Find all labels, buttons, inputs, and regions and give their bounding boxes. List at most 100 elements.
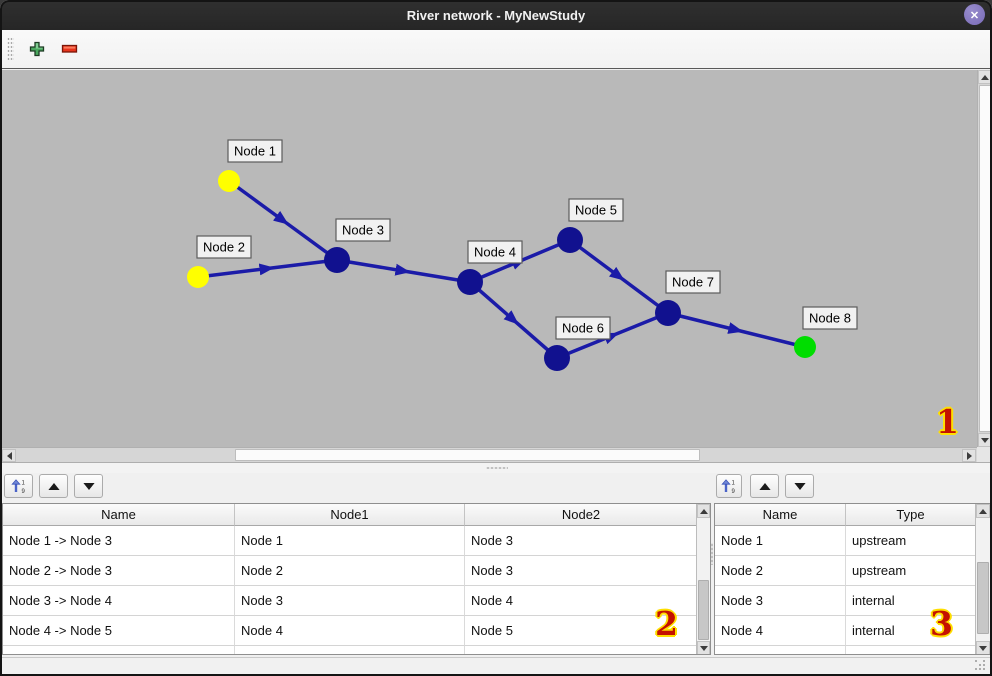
node-label: Node 5	[575, 203, 617, 218]
table-cell[interactable]: upstream	[846, 556, 976, 586]
scroll-down-icon	[979, 645, 987, 651]
table-cell[interactable]: Node 1	[235, 526, 465, 556]
nodes-table-scrollbar[interactable]	[975, 504, 990, 654]
branches-scroll-thumb[interactable]	[698, 580, 709, 640]
scroll-up-button[interactable]	[978, 70, 992, 84]
scroll-right-button[interactable]	[962, 449, 976, 462]
scroll-down-icon	[699, 645, 708, 651]
node-label-box	[568, 198, 624, 222]
remove-button[interactable]	[56, 36, 82, 62]
node-node-4[interactable]	[457, 269, 483, 295]
node-label-box	[467, 240, 523, 264]
edge-node-3-node-4[interactable]	[336, 258, 471, 284]
window-title: River network - MyNewStudy	[406, 7, 586, 23]
edge-node-4-node-6[interactable]	[468, 280, 559, 360]
table-splitter-grip-icon[interactable]	[711, 543, 713, 565]
scroll-up-button[interactable]	[697, 504, 710, 518]
node-node-8[interactable]	[794, 336, 816, 358]
nodes-move-down-button[interactable]	[785, 474, 814, 498]
scroll-down-button[interactable]	[976, 641, 990, 654]
node-label-box	[555, 316, 611, 340]
edge-node-1-node-3[interactable]	[227, 179, 339, 262]
table-cell[interactable]: Node 4	[465, 586, 698, 616]
canvas-vertical-scrollbar[interactable]	[977, 70, 992, 447]
column-header[interactable]: Name	[3, 504, 235, 526]
table-cell[interactable]: internal	[846, 616, 976, 646]
table-cell[interactable]: Node 4 -> Node 5	[3, 616, 235, 646]
table-cell[interactable]: Node 3	[235, 586, 465, 616]
edge-node-6-node-7[interactable]	[556, 311, 669, 360]
scroll-down-button[interactable]	[697, 641, 710, 654]
branches-table-scrollbar[interactable]	[696, 504, 710, 654]
table-cell[interactable]: Node 3	[465, 526, 698, 556]
canvas-horizontal-scrollbar[interactable]	[2, 447, 977, 462]
table-cell[interactable]: upstream	[846, 526, 976, 556]
resize-grip-icon[interactable]	[975, 660, 987, 672]
node-label: Node 7	[672, 275, 714, 290]
branches-move-up-button[interactable]	[39, 474, 68, 498]
node-node-2[interactable]	[187, 266, 209, 288]
node-node-7[interactable]	[655, 300, 681, 326]
canvas-hscroll-thumb[interactable]	[235, 449, 700, 461]
table-cell[interactable]: Node 3	[715, 586, 846, 616]
scroll-left-button[interactable]	[2, 449, 16, 462]
scroll-down-button[interactable]	[978, 433, 992, 447]
pane-splitter[interactable]	[0, 462, 992, 473]
table-cell[interactable]: Node 3	[465, 556, 698, 586]
column-header[interactable]: Name	[715, 504, 846, 526]
nodes-scroll-thumb[interactable]	[977, 562, 989, 634]
table-cell[interactable]: Node 3 -> Node 4	[3, 586, 235, 616]
table-cell[interactable]: Node 2	[715, 556, 846, 586]
table-cell[interactable]: Node 4	[235, 616, 465, 646]
nodes-move-up-button[interactable]	[750, 474, 779, 498]
node-node-1[interactable]	[218, 170, 240, 192]
branches-sort-button[interactable]: 1 9	[4, 474, 33, 498]
node-label: Node 8	[809, 311, 851, 326]
table-cell[interactable]: Node 1	[715, 526, 846, 556]
title-bar[interactable]: River network - MyNewStudy	[0, 0, 992, 30]
node-node-6[interactable]	[544, 345, 570, 371]
node-label-box	[665, 270, 721, 294]
scroll-right-icon	[966, 451, 972, 460]
edge-node-5-node-7[interactable]	[568, 238, 670, 315]
table-cell[interactable]: internal	[846, 586, 976, 616]
column-header[interactable]: Node2	[465, 504, 698, 526]
node-node-5[interactable]	[557, 227, 583, 253]
node-label: Node 6	[562, 321, 604, 336]
close-button[interactable]	[964, 4, 985, 25]
table-cell[interactable]: Node 1 -> Node 3	[3, 526, 235, 556]
toolbar-drag-handle[interactable]	[7, 37, 14, 61]
canvas-vscroll-thumb[interactable]	[979, 85, 991, 432]
branches-move-down-button[interactable]	[74, 474, 103, 498]
edge-node-2-node-3[interactable]	[197, 258, 338, 279]
move-up-icon	[47, 482, 60, 490]
add-button[interactable]	[24, 36, 50, 62]
scroll-up-icon	[979, 508, 987, 514]
svg-text:9: 9	[21, 489, 25, 494]
nodes-sort-button[interactable]: 1 9	[716, 474, 742, 498]
edge-node-7-node-8[interactable]	[667, 311, 806, 349]
node-label-box	[196, 235, 252, 259]
column-header[interactable]: Node1	[235, 504, 465, 526]
table-cell[interactable]: Node 4	[715, 616, 846, 646]
scroll-up-icon	[981, 74, 989, 80]
table-cell[interactable]: Node 2	[235, 556, 465, 586]
table-cell[interactable]: Node 5	[465, 616, 698, 646]
node-node-3[interactable]	[324, 247, 350, 273]
scroll-up-button[interactable]	[976, 504, 990, 518]
table-cell[interactable]: Node 2 -> Node 3	[3, 556, 235, 586]
column-header[interactable]: Type	[846, 504, 976, 526]
